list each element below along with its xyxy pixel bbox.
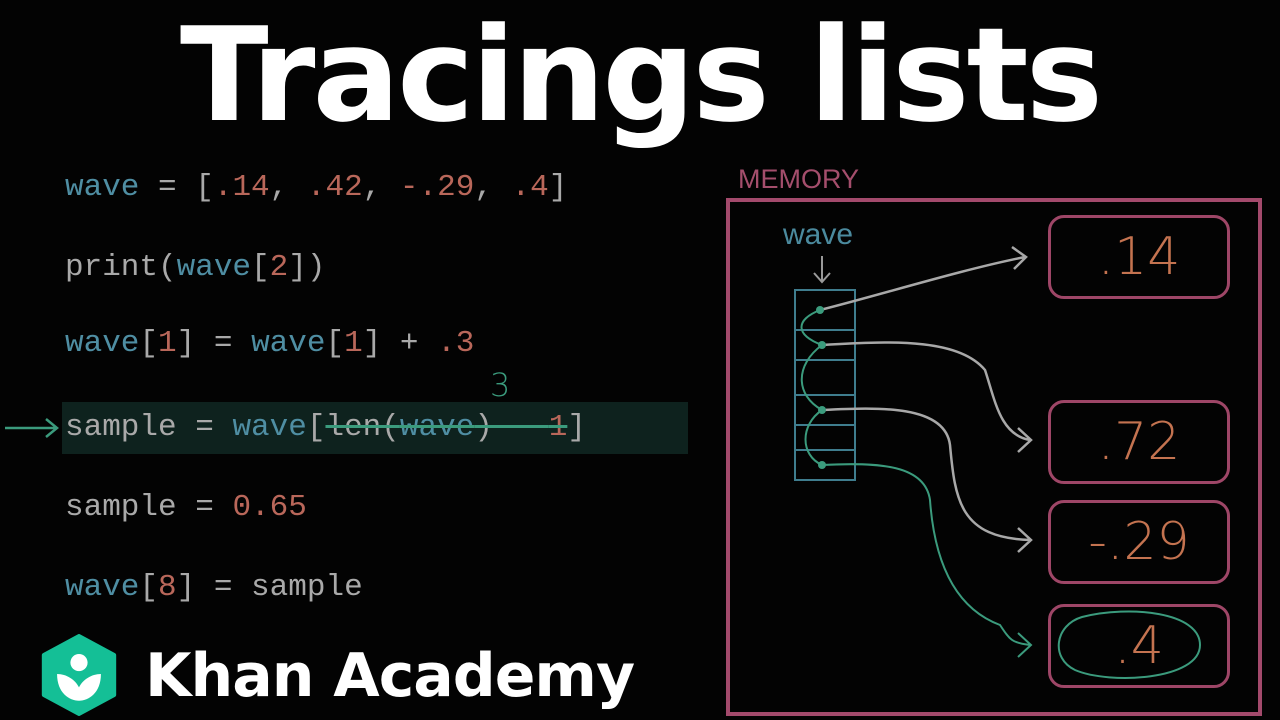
video-title: Tracings lists <box>179 0 1103 151</box>
khan-academy-logo-icon <box>41 634 117 716</box>
memory-box <box>726 198 1262 716</box>
list-cell-dots <box>816 306 826 469</box>
traced-arrows <box>800 309 1202 679</box>
code-line-5: sample = 0.65 <box>65 490 307 525</box>
handwritten-annotation: 3 <box>490 366 511 404</box>
reference-arrows <box>819 245 1033 553</box>
code-line-4: sample = wave[len(wave) - 1] <box>65 410 586 445</box>
memory-value-3: .4 <box>1048 604 1230 688</box>
wave-pointer-arrow-icon <box>813 256 831 284</box>
list-name-label: wave <box>783 218 854 251</box>
code-line-1: wave = [.14, .42, -.29, .4] <box>65 170 568 205</box>
current-line-arrow-icon <box>5 418 59 438</box>
memory-value-1: .72 <box>1048 400 1230 484</box>
code-line-2: print(wave[2]) <box>65 250 326 285</box>
memory-label: MEMORY <box>738 164 860 194</box>
memory-value-0: .14 <box>1048 215 1230 299</box>
code-line-6: wave[8] = sample <box>65 570 363 605</box>
current-line-highlight <box>62 402 688 454</box>
code-line-3: wave[1] = wave[1] + .3 <box>65 326 475 361</box>
brand-name: Khan Academy <box>145 641 635 711</box>
memory-value-2: -.29 <box>1048 500 1230 584</box>
